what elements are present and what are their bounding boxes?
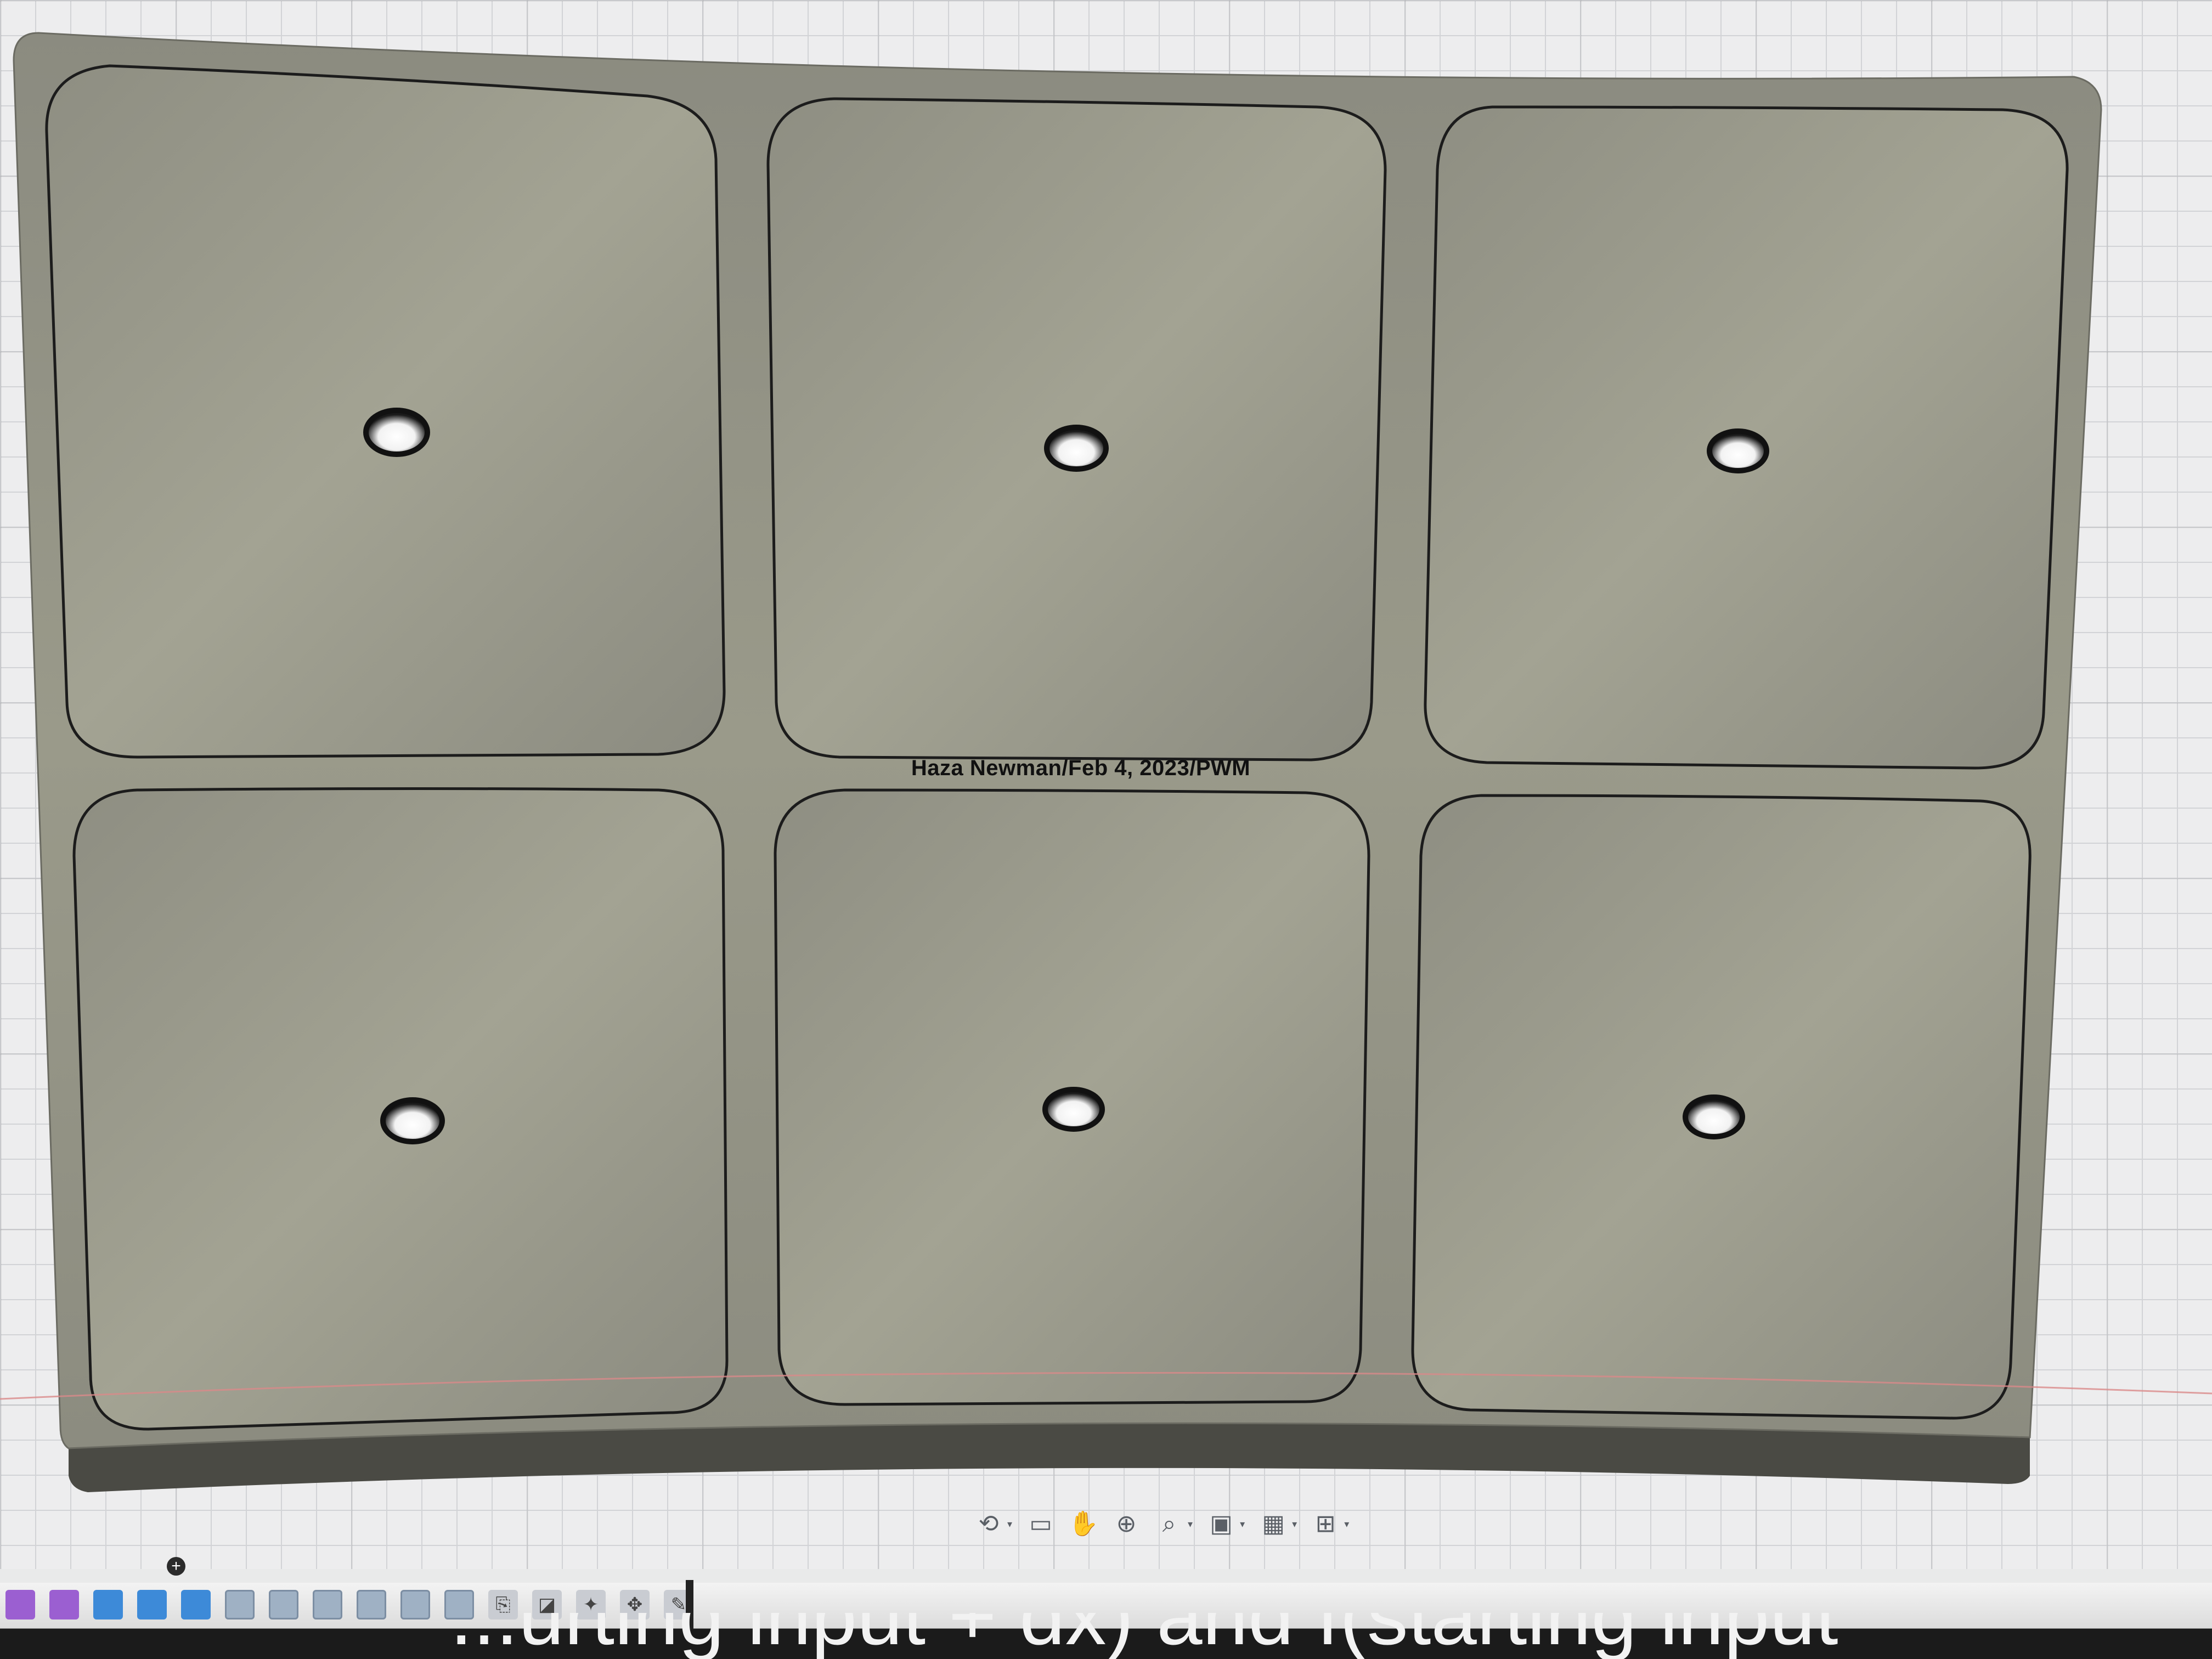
tray-model[interactable]: [0, 0, 2212, 1569]
pocket-group: [45, 64, 2069, 1431]
chevron-down-icon[interactable]: ▾: [1344, 1518, 1350, 1530]
timeline-marker[interactable]: [686, 1580, 693, 1629]
viewports-icon[interactable]: ⊞: [1315, 1510, 1336, 1537]
navigation-toolbar: ⟲ ▾ ▭ ✋ ⊕ ⌕ ▾ ▣ ▾ ▦ ▾ ⊞ ▾: [971, 1502, 1352, 1546]
timeline-feature-purple[interactable]: [5, 1590, 35, 1620]
timeline-feature-misc[interactable]: ◪: [532, 1590, 562, 1620]
orbit-icon[interactable]: ⟲: [978, 1510, 999, 1537]
timeline-feature-sketch[interactable]: [444, 1590, 474, 1620]
fit-icon[interactable]: ⌕: [1162, 1510, 1176, 1537]
hole-top-right: [1707, 428, 1769, 473]
tray-side-face: [69, 1419, 2030, 1492]
hole-bottom-center: [1042, 1087, 1105, 1132]
hole-top-center: [1044, 425, 1109, 472]
zoom-icon[interactable]: ⊕: [1116, 1510, 1137, 1537]
timeline-feature-blue[interactable]: [93, 1590, 123, 1620]
x-axis-line: [0, 1372, 2212, 1400]
timeline-feature-sketch[interactable]: [225, 1590, 255, 1620]
timeline-feature-misc[interactable]: ✦: [576, 1590, 606, 1620]
chevron-down-icon[interactable]: ▾: [1292, 1518, 1297, 1530]
timeline-feature-misc[interactable]: ⎘: [488, 1590, 518, 1620]
engraved-text: Haza Newman/Feb 4, 2023/PWM: [911, 756, 1251, 780]
timeline-feature-misc[interactable]: ✥: [620, 1590, 650, 1620]
chevron-down-icon[interactable]: ▾: [1240, 1518, 1245, 1530]
grid-settings-icon[interactable]: ▦: [1262, 1510, 1285, 1537]
overlay-caption: ...urting input + dx) and f(starting inp…: [450, 1613, 2151, 1659]
hole-bottom-right: [1683, 1094, 1745, 1139]
timeline-feature-blue[interactable]: [137, 1590, 167, 1620]
timeline-feature-purple[interactable]: [49, 1590, 79, 1620]
timeline-items: ⎘◪✦✥✎: [5, 1585, 693, 1624]
display-settings-icon[interactable]: ▣: [1210, 1510, 1233, 1537]
chevron-down-icon[interactable]: ▾: [1007, 1518, 1013, 1530]
pan-icon[interactable]: ✋: [1068, 1510, 1099, 1537]
hole-group: [363, 408, 1769, 1144]
add-icon[interactable]: +: [167, 1557, 185, 1576]
chevron-down-icon[interactable]: ▾: [1188, 1518, 1193, 1530]
timeline-feature-blue[interactable]: [181, 1590, 211, 1620]
hole-bottom-left: [380, 1097, 445, 1144]
look-at-icon[interactable]: ▭: [1029, 1510, 1052, 1537]
overlay-caption-text: ...urting input + dx) and f(starting inp…: [450, 1613, 1838, 1659]
timeline-feature-sketch[interactable]: [269, 1590, 298, 1620]
timeline-feature-sketch[interactable]: [313, 1590, 342, 1620]
timeline-feature-sketch[interactable]: [357, 1590, 386, 1620]
timeline-feature-sketch[interactable]: [400, 1590, 430, 1620]
hole-top-left: [363, 408, 430, 457]
